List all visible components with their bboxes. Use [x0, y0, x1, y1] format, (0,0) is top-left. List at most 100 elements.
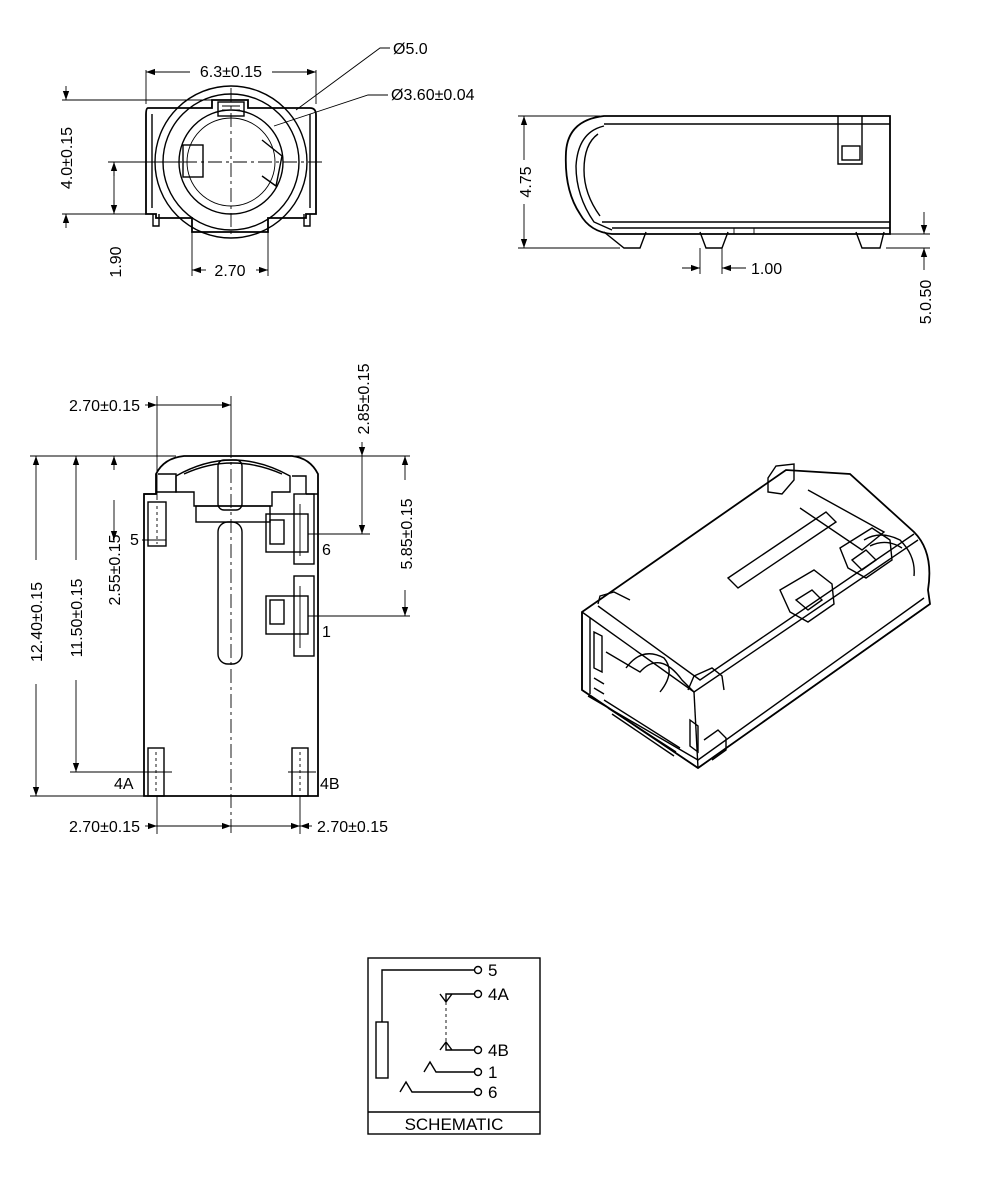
- schematic-title: SCHEMATIC: [405, 1115, 504, 1134]
- iso-left-end: [581, 612, 591, 694]
- schematic-contact-6: [399, 1080, 474, 1093]
- side-foot-1: [603, 231, 647, 249]
- iso-contact-6-detail: [850, 549, 878, 571]
- iso-bottom-edge: [581, 603, 931, 769]
- isometric-view: [581, 463, 931, 770]
- schematic-contact-4a: [439, 993, 474, 1004]
- dim-front-height: 4.0±0.15: [59, 127, 76, 189]
- dim-pin6-offset: 2.85±0.15: [356, 363, 373, 434]
- iso-top-slot: [726, 511, 838, 589]
- top-pin-head: [217, 459, 243, 511]
- schematic-pin-6: 6: [488, 1083, 497, 1102]
- schematic-pin-4a: 4A: [488, 985, 509, 1004]
- dim-total-length-extension: [30, 455, 176, 797]
- top-contact-6-tab: [269, 519, 285, 545]
- schematic-contact-1: [423, 1060, 474, 1073]
- top-pin-1-label: 1: [322, 624, 331, 641]
- dim-front-outer-dia: Ø5.0: [393, 41, 428, 58]
- dim-top-offset-extension: [156, 396, 232, 500]
- iso-left-end-details: [593, 630, 605, 695]
- iso-latch-rear: [767, 463, 795, 495]
- side-latch: [837, 116, 863, 165]
- schematic-frame: [367, 957, 541, 1135]
- schematic-block: 5 4A 4B 1 6 SCHEMATIC: [367, 957, 541, 1135]
- front-view: 6.3±0.15 Ø5.0 Ø3.60±0.04 4.0±0.15 1.90 2…: [59, 41, 475, 280]
- top-contact-6: [293, 493, 315, 565]
- dim-side-standoff: 5.0.50: [918, 280, 935, 325]
- iso-latch-front: [687, 667, 725, 691]
- dim-side-height: 4.75: [518, 166, 535, 197]
- front-body-outline: [145, 99, 317, 233]
- top-left-cap: [156, 473, 177, 493]
- side-latch-window: [841, 145, 861, 161]
- dim-pin6-extension: [290, 455, 410, 535]
- top-view: 5 6 1 4A 4B 2.70±0.15 2.85±0.15 5.85±0.1…: [29, 363, 416, 836]
- top-pin-5-label: 5: [130, 532, 139, 549]
- dim-bottom-left: 2.70±0.15: [69, 819, 140, 836]
- iso-latch-left: [597, 591, 631, 605]
- schematic-terminal-1: [473, 1067, 483, 1077]
- iso-cavity-ring: [625, 653, 670, 693]
- schematic-terminal-6: [473, 1087, 483, 1097]
- dim-pin5-offset: 2.55±0.15: [107, 534, 124, 605]
- schematic-wire-5: [381, 969, 474, 1022]
- dim-front-foot: 2.70: [214, 263, 245, 280]
- iso-front-tab: [703, 729, 727, 761]
- top-contact-1-window: [265, 595, 309, 635]
- iso-curve-end: [863, 534, 915, 577]
- dim-pin1-offset: 5.85±0.15: [399, 498, 416, 569]
- dim-bottom-right: 2.70±0.15: [317, 819, 388, 836]
- top-pin-6-label: 6: [322, 542, 331, 559]
- top-pin-bridge: [195, 505, 271, 523]
- dim-width-extension: [145, 70, 317, 104]
- front-body-inner-edges: [151, 114, 311, 208]
- dim-standoff-extension: [886, 233, 930, 249]
- schematic-terminal-4b: [473, 1045, 483, 1055]
- front-terminals: [152, 214, 311, 227]
- dim-side-pitch: 1.00: [751, 261, 782, 278]
- front-center-lines: [108, 88, 324, 238]
- front-contact-spring: [261, 139, 283, 188]
- schematic-pin-body: [375, 1021, 389, 1079]
- leader-inner-dia: [273, 94, 388, 127]
- iso-contact-1-detail: [794, 589, 824, 611]
- schematic-terminal-5: [473, 965, 483, 975]
- front-pin-window: [182, 144, 204, 178]
- iso-rear-step: [799, 489, 886, 551]
- dim-body-length: 11.50±0.15: [69, 579, 86, 658]
- side-bottom-edges: [602, 221, 890, 229]
- schematic-pin-1: 1: [488, 1063, 497, 1082]
- schematic-contact-4b: [439, 1040, 474, 1051]
- side-foot-2: [699, 231, 729, 249]
- top-saddle-inner: [183, 462, 283, 475]
- side-body-outline: [564, 115, 891, 235]
- iso-bottom-edge-inner: [587, 597, 925, 761]
- top-pin-shaft: [217, 521, 243, 665]
- side-curve-inner-2: [583, 133, 601, 217]
- iso-cavity: [605, 651, 695, 693]
- top-pin-4a-label: 4A: [114, 776, 134, 793]
- dim-bottom-extension: [156, 796, 301, 834]
- dim-front-inner-dia: Ø3.60±0.04: [391, 87, 475, 104]
- iso-contact-1: [779, 569, 835, 623]
- side-view: 4.75 1.00 5.0.50: [518, 115, 935, 325]
- iso-front-corner: [693, 691, 699, 769]
- iso-curve-end-inner: [869, 541, 903, 549]
- leader-outer-dia: [295, 47, 390, 111]
- schematic-pin-4b: 4B: [488, 1041, 509, 1060]
- iso-top-edge-inner: [597, 533, 915, 681]
- dim-side-height-extension: [518, 115, 620, 249]
- dim-pitch-extension: [699, 248, 723, 274]
- top-pin-4b-label: 4B: [320, 776, 340, 793]
- top-pin5-pad: [147, 501, 167, 547]
- schematic-pin-5: 5: [488, 961, 497, 980]
- dim-total-length: 12.40±0.15: [29, 582, 46, 662]
- side-curve-inner: [575, 125, 613, 231]
- schematic-terminal-4a: [473, 989, 483, 999]
- dim-height-extension: [62, 99, 216, 215]
- dim-top-offset: 2.70±0.15: [69, 398, 140, 415]
- top-saddle: [175, 459, 291, 507]
- iso-contact-6: [839, 527, 893, 579]
- top-contact-6-window: [265, 513, 309, 553]
